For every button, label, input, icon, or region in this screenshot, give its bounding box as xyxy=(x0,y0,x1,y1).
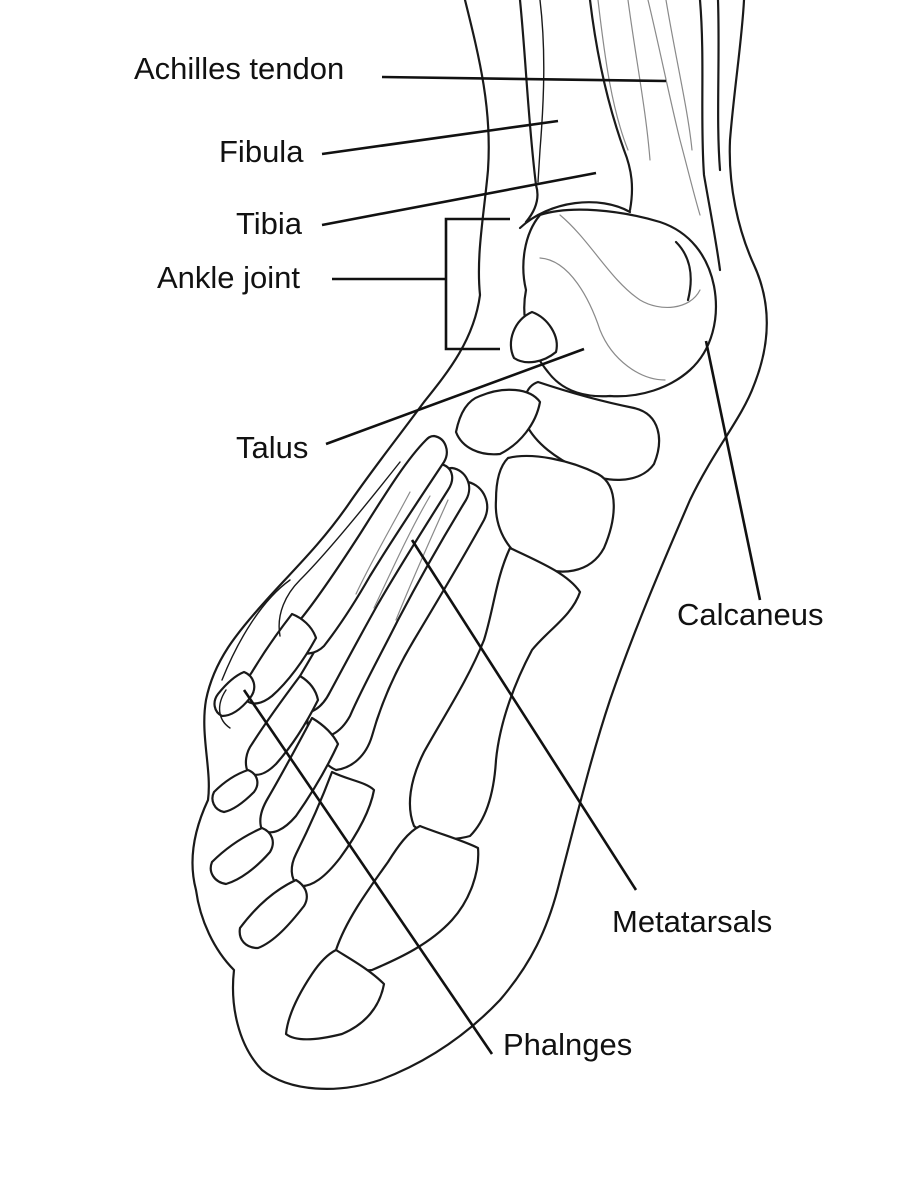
label-phalanges: Phalnges xyxy=(503,1027,632,1062)
label-talus: Talus xyxy=(236,430,308,465)
label-tibia: Tibia xyxy=(236,206,303,241)
label-calcaneus: Calcaneus xyxy=(677,597,823,632)
labels: Achilles tendon Fibula Tibia Ankle joint… xyxy=(134,51,823,1062)
leader-lines xyxy=(242,75,762,1055)
achilles-tendon-leader xyxy=(381,75,667,83)
leg-bones xyxy=(518,0,722,272)
skin-outline xyxy=(191,0,768,1090)
label-achilles-tendon: Achilles tendon xyxy=(134,51,344,86)
metatarsals-leader xyxy=(410,539,638,891)
fibula-leader xyxy=(321,119,559,156)
calcaneus-leader xyxy=(704,340,762,601)
ankle-joint-bracket xyxy=(444,217,510,351)
phalanx-bones xyxy=(209,612,480,1041)
talus-leader xyxy=(325,347,585,446)
toe-outlines xyxy=(219,461,401,729)
label-metatarsals: Metatarsals xyxy=(612,904,772,939)
label-fibula: Fibula xyxy=(219,134,304,169)
phalanges-leader xyxy=(242,689,494,1055)
tibia-leader xyxy=(321,171,597,227)
label-ankle-joint: Ankle joint xyxy=(157,260,300,295)
tarsal-bones xyxy=(454,208,718,573)
metatarsal-bones xyxy=(291,434,582,840)
